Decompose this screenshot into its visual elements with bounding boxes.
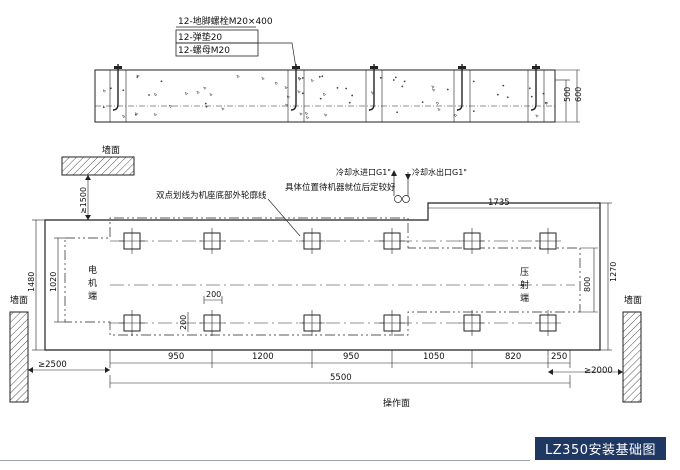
wall-top — [61, 156, 135, 176]
anchor-bolt — [287, 64, 305, 123]
svg-text:1735: 1735 — [488, 198, 510, 208]
dim-pad-height: 200 — [179, 315, 188, 330]
anchor-hole — [119, 228, 145, 254]
note-position: 具体位置待机器就位后定较好 — [285, 182, 396, 193]
injection-end-label: 压 射 端 — [520, 267, 529, 304]
bom-item-washer: 12-弹垫20 — [178, 31, 222, 43]
svg-text:≥2000: ≥2000 — [584, 366, 613, 376]
svg-text:压: 压 — [520, 267, 529, 278]
wall-left-label: 墙面 — [10, 294, 28, 306]
cooling-pipe-icon — [391, 170, 411, 203]
anchor-hole — [199, 228, 225, 254]
dim-right-heights: 1270 800 — [580, 202, 618, 351]
note-cooling-in: 冷却水进口G1" — [336, 167, 391, 177]
svg-text:1020: 1020 — [49, 272, 58, 292]
dim-left-heights: 1480 1020 — [27, 219, 65, 351]
depth-dimensions: 500 600 — [555, 69, 583, 123]
dim-total-length: 5500 — [109, 373, 571, 388]
note-outline: 双点划线为机座底部外轮廓线 — [156, 190, 267, 201]
svg-text:电: 电 — [88, 264, 97, 276]
anchor-hole — [379, 310, 405, 336]
svg-text:≥2500: ≥2500 — [38, 360, 67, 370]
anchor-bolt — [527, 64, 545, 123]
svg-text:800: 800 — [583, 277, 592, 292]
anchor-hole — [535, 228, 561, 254]
note-cooling-out: 冷却水出口G1" — [412, 167, 467, 177]
machine-outline — [64, 217, 581, 336]
concrete-section — [94, 69, 556, 123]
dim-600: 600 — [574, 87, 583, 102]
anchor-bolts — [109, 64, 545, 123]
anchor-bolt — [453, 64, 471, 123]
anchor-hole — [119, 310, 145, 336]
anchor-hole — [299, 310, 325, 336]
svg-text:射: 射 — [520, 279, 529, 291]
wall-left — [9, 311, 29, 403]
anchor-hole — [459, 228, 485, 254]
svg-text:≥1500: ≥1500 — [79, 187, 88, 214]
svg-text:950: 950 — [168, 352, 184, 362]
anchor-hole — [299, 228, 325, 254]
svg-text:1050: 1050 — [423, 352, 445, 362]
bom-item-bolt: 12-地脚螺栓M20×400 — [178, 15, 273, 27]
concrete-specks — [102, 74, 549, 120]
dim-spacing-row: 950 1200 950 1050 820 250 — [109, 350, 571, 368]
anchor-hole — [535, 310, 561, 336]
section-view: 12-地脚螺栓M20×400 12-弹垫20 12-螺母M20 500 600 — [94, 15, 583, 123]
dim-clear-right: ≥2000 — [548, 366, 623, 376]
wall-right-label: 墙面 — [624, 294, 642, 306]
svg-text:5500: 5500 — [330, 373, 352, 383]
footer-rule — [0, 460, 530, 461]
bom-table: 12-地脚螺栓M20×400 12-弹垫20 12-螺母M20 — [175, 15, 297, 69]
svg-text:端: 端 — [88, 290, 97, 302]
anchor-hole — [459, 310, 485, 336]
dim-top-right: 1735 — [427, 198, 601, 212]
dim-clear-top: ≥1500 — [79, 175, 91, 220]
svg-text:1200: 1200 — [252, 352, 274, 362]
anchor-hole — [379, 228, 405, 254]
dim-500: 500 — [563, 87, 572, 102]
svg-text:端: 端 — [520, 292, 529, 304]
dim-clear-left: ≥2500 — [28, 360, 110, 373]
dim-pad-width: 200 — [206, 290, 221, 299]
drawing-title: LZ350安装基础图 — [535, 437, 666, 460]
svg-text:1270: 1270 — [609, 262, 618, 282]
anchor-bolt — [365, 64, 383, 123]
anchor-bolt — [109, 64, 127, 123]
operating-side-label: 操作面 — [383, 397, 410, 409]
motor-end-label: 电 机 端 — [88, 264, 97, 302]
svg-text:250: 250 — [551, 352, 567, 362]
svg-text:1480: 1480 — [27, 272, 36, 292]
svg-text:950: 950 — [343, 352, 359, 362]
anchor-holes — [119, 228, 561, 336]
bom-item-nut: 12-螺母M20 — [178, 45, 230, 56]
anchor-hole — [199, 310, 225, 336]
pad-dimensions: 200 200 — [179, 290, 223, 332]
wall-right — [622, 311, 642, 403]
wall-top-label: 墙面 — [102, 144, 120, 156]
plan-view: 墙面 墙面 墙面 200 200 电 机 端 压 — [9, 144, 642, 409]
svg-text:机: 机 — [88, 277, 97, 289]
svg-text:820: 820 — [505, 352, 521, 362]
